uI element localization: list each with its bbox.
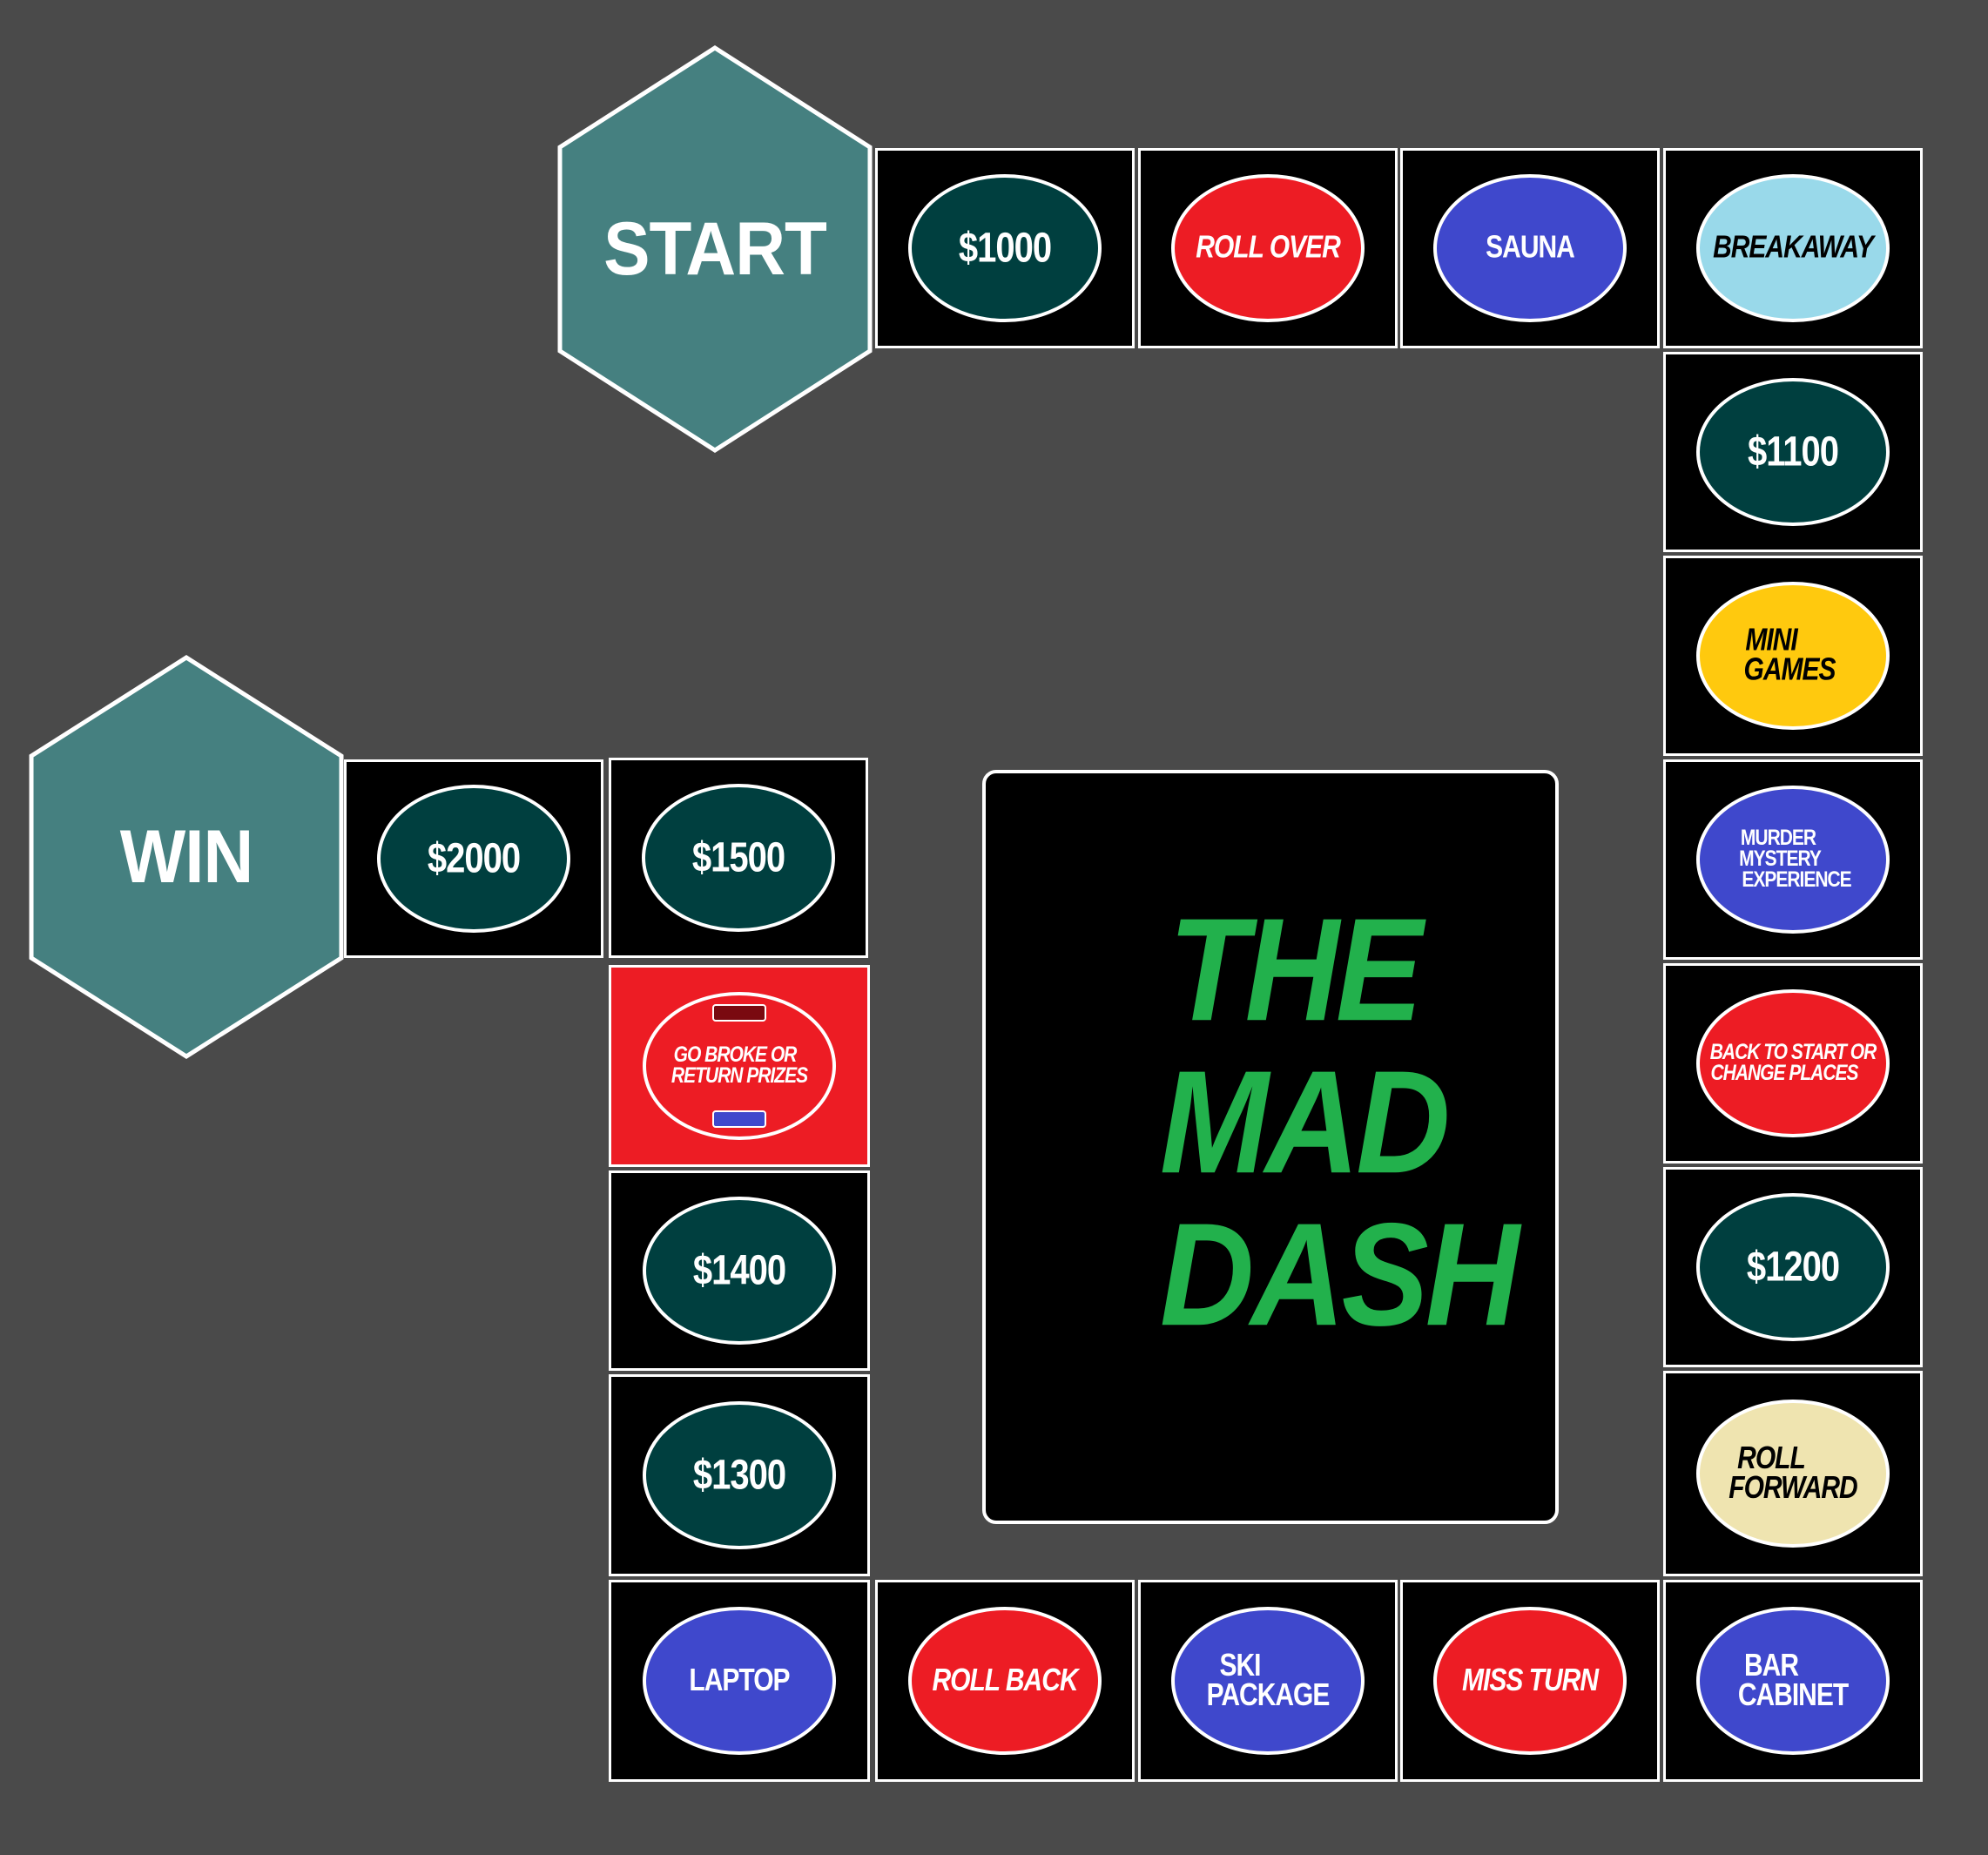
space-label: $1200 xyxy=(1746,1244,1840,1291)
space-oval: $1000 xyxy=(908,174,1102,322)
space-1400[interactable]: $1400 xyxy=(609,1170,870,1371)
space-label: LAPTOP xyxy=(689,1663,790,1697)
space-label-line2: RETURN PRIZES xyxy=(671,1063,808,1089)
space-murder-mystery[interactable]: MURDER MYSTERY EXPERIENCE xyxy=(1663,759,1923,960)
space-1000[interactable]: $1000 xyxy=(875,148,1135,348)
space-roll-back[interactable]: ROLL BACK xyxy=(875,1580,1135,1782)
space-label-line2: GAMES xyxy=(1743,652,1836,688)
space-label: $2000 xyxy=(427,835,521,882)
start-hex-shape xyxy=(557,45,873,453)
space-breakaway[interactable]: BREAKAWAY xyxy=(1663,148,1923,348)
space-oval: SAUNA xyxy=(1433,174,1627,322)
space-label-line2: CHANGE PLACES xyxy=(1710,1061,1858,1086)
space-label: $1500 xyxy=(691,834,785,881)
space-label-line1: MINI xyxy=(1745,623,1797,658)
win-hexagon[interactable]: WIN xyxy=(29,655,344,1059)
space-1300[interactable]: $1300 xyxy=(609,1374,870,1576)
space-label: $1300 xyxy=(692,1452,786,1499)
space-oval: $1500 xyxy=(642,784,835,932)
space-oval: $1200 xyxy=(1696,1193,1890,1341)
space-oval: ROLL BACK xyxy=(908,1607,1102,1755)
blue-card-slot xyxy=(712,1110,766,1128)
space-oval: LAPTOP xyxy=(643,1607,836,1755)
space-oval: $1100 xyxy=(1696,378,1890,526)
space-label: $1400 xyxy=(692,1247,786,1294)
space-label-line2: FORWARD xyxy=(1729,1470,1857,1506)
space-label: $1100 xyxy=(1747,428,1839,476)
title-line-dash: DASH xyxy=(1160,1191,1520,1357)
space-go-broke[interactable]: GO BROKE OR RETURN PRIZES xyxy=(609,965,870,1167)
space-label-line3: EXPERIENCE xyxy=(1742,867,1851,893)
space-oval: BREAKAWAY xyxy=(1696,174,1890,322)
space-label: ROLL BACK xyxy=(932,1663,1078,1697)
space-1200[interactable]: $1200 xyxy=(1663,1167,1923,1367)
title-line-mad: MAD xyxy=(1160,1039,1451,1204)
space-label-line1: ROLL xyxy=(1737,1440,1806,1475)
space-label-line1: GO BROKE OR xyxy=(673,1042,798,1068)
space-label-line1: BAR xyxy=(1744,1648,1799,1683)
space-2000[interactable]: $2000 xyxy=(344,759,603,958)
space-ski-package[interactable]: SKI PACKAGE xyxy=(1138,1580,1398,1782)
space-label-line1: MURDER xyxy=(1740,826,1816,850)
space-oval: MINI GAMES xyxy=(1696,582,1890,730)
space-sauna[interactable]: SAUNA xyxy=(1400,148,1660,348)
space-label-line2: MYSTERY xyxy=(1739,847,1822,872)
space-label-line1: BACK TO START OR xyxy=(1709,1040,1877,1065)
space-oval: ROLL OVER xyxy=(1171,174,1365,322)
win-hex-shape xyxy=(29,655,344,1059)
start-hexagon[interactable]: START xyxy=(557,45,873,453)
space-oval: BAR CABINET xyxy=(1696,1607,1890,1755)
space-oval: BACK TO START OR CHANGE PLACES xyxy=(1696,989,1890,1137)
space-oval: $1300 xyxy=(643,1401,836,1549)
space-1500[interactable]: $1500 xyxy=(609,758,868,958)
space-oval: GO BROKE OR RETURN PRIZES xyxy=(643,992,836,1140)
space-miss-turn[interactable]: MISS TURN xyxy=(1400,1580,1660,1782)
space-bar-cabinet[interactable]: BAR CABINET xyxy=(1663,1580,1923,1782)
space-mini-games[interactable]: MINI GAMES xyxy=(1663,556,1923,756)
space-laptop[interactable]: LAPTOP xyxy=(609,1580,870,1782)
space-oval: ROLL FORWARD xyxy=(1696,1400,1890,1548)
space-back-to-start[interactable]: BACK TO START OR CHANGE PLACES xyxy=(1663,963,1923,1164)
title-line-the: THE xyxy=(1169,887,1423,1052)
space-oval: MISS TURN xyxy=(1433,1607,1627,1755)
space-1100[interactable]: $1100 xyxy=(1663,352,1923,552)
space-label: BREAKAWAY xyxy=(1713,230,1874,265)
space-roll-over[interactable]: ROLL OVER xyxy=(1138,148,1398,348)
space-label-line2: PACKAGE xyxy=(1206,1677,1331,1713)
space-oval: SKI PACKAGE xyxy=(1171,1607,1365,1755)
space-oval: $1400 xyxy=(643,1197,836,1345)
space-label: ROLL OVER xyxy=(1196,230,1340,265)
dark-red-card-slot xyxy=(712,1004,766,1022)
space-oval: MURDER MYSTERY EXPERIENCE xyxy=(1696,786,1890,934)
win-label: WIN xyxy=(119,814,254,899)
space-label-line1: SKI xyxy=(1219,1648,1261,1683)
space-roll-forward[interactable]: ROLL FORWARD xyxy=(1663,1371,1923,1576)
space-label: $1000 xyxy=(958,225,1052,272)
title-card: THE MAD DASH xyxy=(982,770,1559,1524)
space-label: MISS TURN xyxy=(1462,1663,1599,1697)
space-oval: $2000 xyxy=(377,785,570,933)
start-label: START xyxy=(603,206,827,291)
space-label-line2: CABINET xyxy=(1737,1677,1849,1713)
space-label: SAUNA xyxy=(1486,230,1575,265)
